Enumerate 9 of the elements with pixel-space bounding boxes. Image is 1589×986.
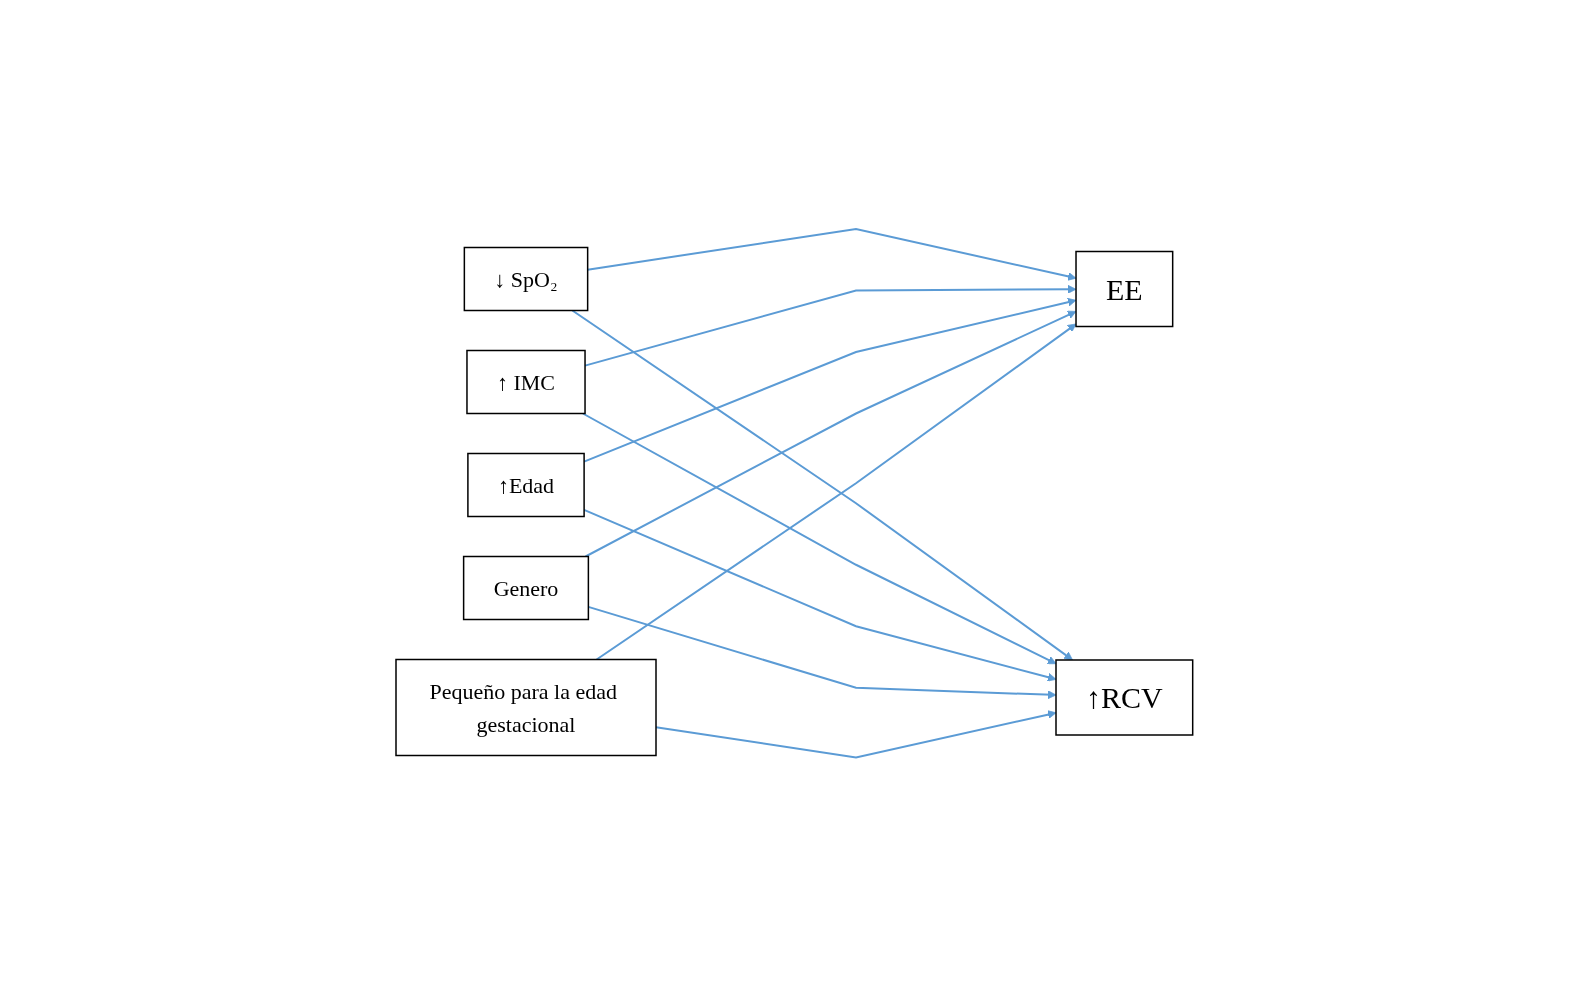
- arrow: [582, 412, 1057, 664]
- node-box: Pequeño para la edad gestacional: [395, 658, 657, 756]
- node-box: ↑ IMC: [466, 349, 586, 414]
- node-box: Genero: [463, 555, 590, 620]
- node-box: ↑RCV: [1055, 659, 1194, 736]
- node-box: ↓ SpO₂: [463, 246, 589, 311]
- arrow: [584, 310, 1077, 558]
- node-box: ↑Edad: [467, 452, 585, 517]
- node-box: EE: [1075, 250, 1174, 327]
